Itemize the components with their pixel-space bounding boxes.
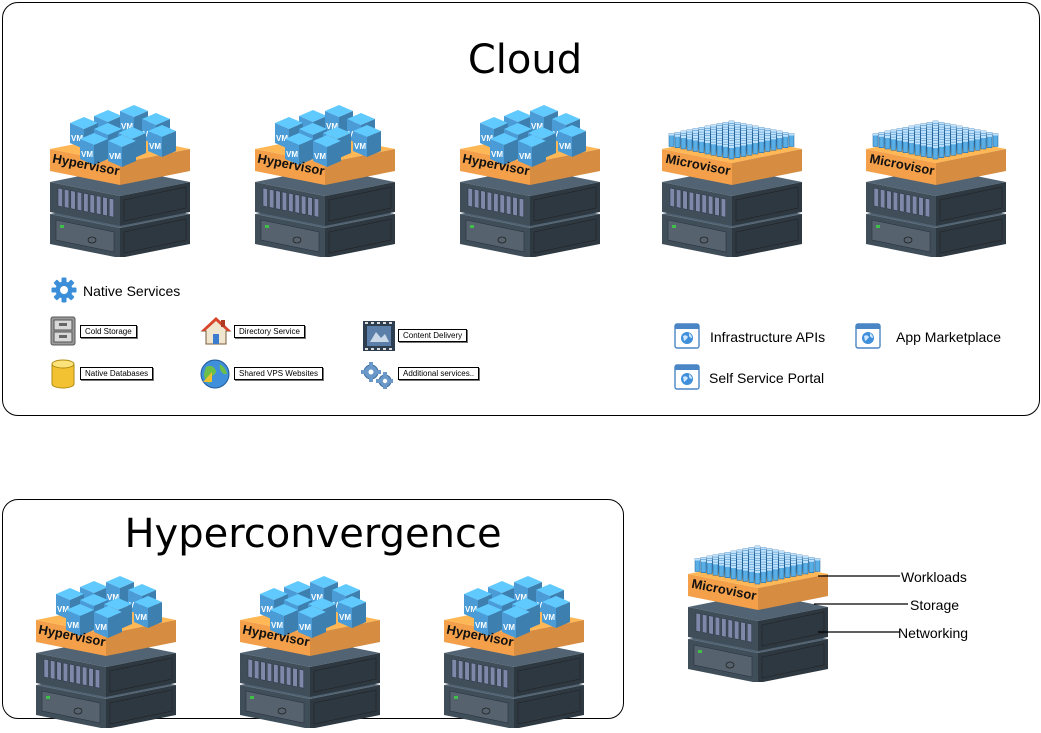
callout-workloads: Workloads: [901, 569, 967, 585]
microvisor-stack-graphic: Microvisor: [662, 120, 802, 258]
gears-icon: [361, 362, 393, 389]
service-shared-vps: Shared VPS Websites: [234, 367, 324, 380]
vm-label: VM: [491, 150, 503, 159]
vm-label: VM: [503, 623, 515, 632]
callout-lines: [814, 575, 908, 633]
vm-label: VM: [286, 150, 298, 159]
vm-label: VM: [67, 621, 79, 630]
callout-networking: Networking: [898, 625, 969, 641]
home-icon: [200, 317, 232, 345]
service-directory: Directory Service: [234, 325, 305, 338]
cloud-hypervisor-stack-2: VMVMVMVMVMVMVMVMVMHypervisor: [255, 105, 397, 262]
service-content-delivery: Content Delivery: [398, 329, 468, 342]
native-services-heading: Native Services: [83, 283, 181, 299]
hypervisor-stack-graphic: VMVMVMVMVMVMVMVMVMHypervisor: [50, 105, 190, 258]
service-additional: Additional services..: [398, 367, 480, 380]
hypervisor-stack-graphic: VMVMVMVMVMVMVMVMVMHypervisor: [460, 105, 600, 258]
cloud-hypervisor-stack-1: VMVMVMVMVMVMVMVMVMHypervisor: [50, 105, 192, 262]
vm-label: VM: [543, 613, 555, 622]
web-window-icon: [855, 323, 881, 354]
vm-label: VM: [107, 593, 119, 602]
film-icon: [363, 321, 395, 351]
gear-icon: [51, 277, 77, 303]
service-cold-storage: Cold Storage: [80, 325, 137, 338]
cloud-microvisor-stack-2: Microvisor: [866, 105, 1008, 262]
globe-icon: [200, 359, 230, 389]
cloud-hypervisor-stack-3: VMVMVMVMVMVMVMVMVMHypervisor: [460, 105, 602, 262]
vm-label: VM: [71, 134, 83, 143]
cabinet-icon: [50, 316, 76, 346]
microvisor-stack-graphic: Microvisor: [866, 120, 1006, 258]
vm-label: VM: [559, 142, 571, 151]
hci-hypervisor-stack-2: VMVMVMVMVMVMVMVMVMHypervisor: [240, 576, 382, 733]
vm-label: VM: [276, 134, 288, 143]
vm-label: VM: [57, 605, 69, 614]
vm-label: VM: [531, 122, 543, 131]
hci-hypervisor-stack-3: VMVMVMVMVMVMVMVMVMHypervisor: [444, 576, 586, 733]
portal-infrastructure-apis: Infrastructure APIs: [710, 329, 826, 345]
vm-label: VM: [314, 152, 326, 161]
database-icon: [51, 359, 75, 389]
callout-storage: Storage: [910, 597, 960, 613]
vm-label: VM: [109, 152, 121, 161]
vm-label: VM: [475, 621, 487, 630]
hypervisor-stack-graphic: VMVMVMVMVMVMVMVMVMHypervisor: [444, 576, 584, 729]
vm-label: VM: [121, 122, 133, 131]
vm-label: VM: [326, 122, 338, 131]
vm-label: VM: [135, 613, 147, 622]
vm-label: VM: [271, 621, 283, 630]
vm-label: VM: [339, 613, 351, 622]
portal-app-marketplace: App Marketplace: [896, 329, 1002, 345]
service-native-databases: Native Databases: [80, 367, 154, 380]
vm-label: VM: [354, 142, 366, 151]
cloud-title: Cloud: [467, 37, 583, 83]
vm-label: VM: [465, 605, 477, 614]
legend-microvisor-stack: Microvisor: [688, 530, 830, 687]
vm-label: VM: [481, 134, 493, 143]
vm-label: VM: [149, 142, 161, 151]
cloud-microvisor-stack-1: Microvisor: [662, 105, 804, 262]
vm-label: VM: [81, 150, 93, 159]
hypervisor-stack-graphic: VMVMVMVMVMVMVMVMVMHypervisor: [36, 576, 176, 729]
vm-label: VM: [299, 623, 311, 632]
portal-self-service: Self Service Portal: [709, 370, 825, 386]
hypervisor-stack-graphic: VMVMVMVMVMVMVMVMVMHypervisor: [255, 105, 395, 258]
vm-label: VM: [515, 593, 527, 602]
hci-hypervisor-stack-1: VMVMVMVMVMVMVMVMVMHypervisor: [36, 576, 178, 733]
vm-label: VM: [261, 605, 273, 614]
web-window-icon: [674, 323, 700, 354]
hypervisor-stack-graphic: VMVMVMVMVMVMVMVMVMHypervisor: [240, 576, 380, 729]
vm-label: VM: [95, 623, 107, 632]
hyperconvergence-title: Hyperconvergence: [124, 511, 502, 557]
vm-label: VM: [311, 593, 323, 602]
web-window-icon: [674, 364, 700, 395]
microvisor-stack-graphic: Microvisor: [688, 545, 828, 683]
vm-label: VM: [519, 152, 531, 161]
